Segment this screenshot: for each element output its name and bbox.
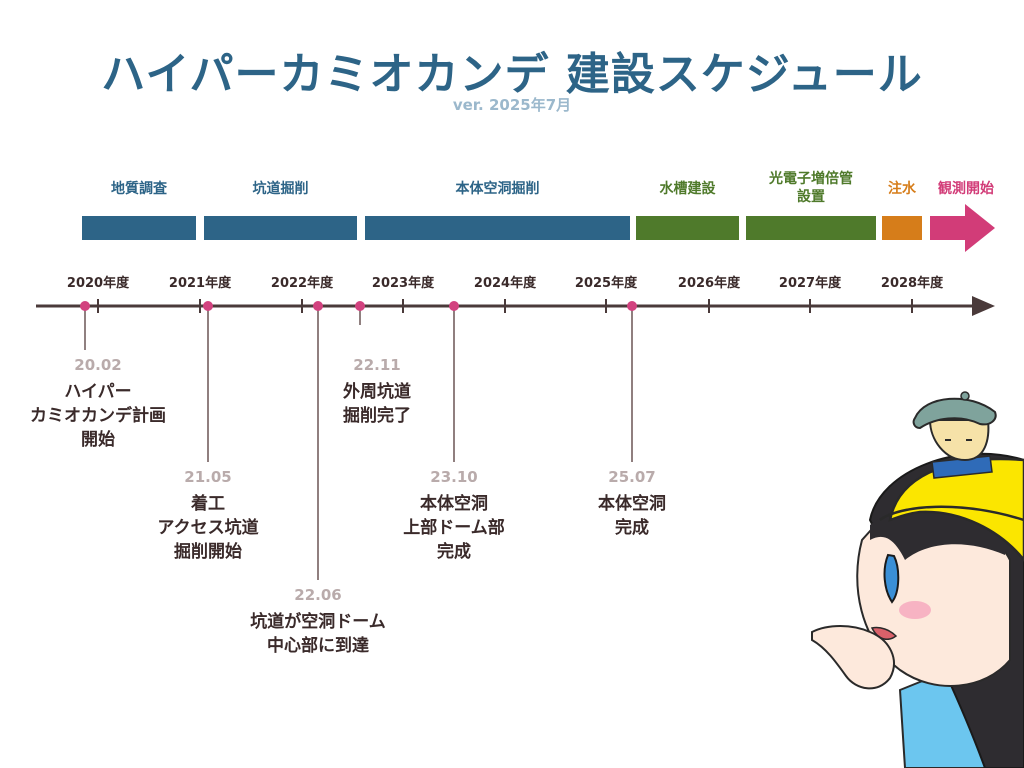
year-label-2022: 2022年度 bbox=[270, 276, 334, 291]
milestone-line: 坑道が空洞ドーム bbox=[250, 612, 386, 632]
milestone-line: 開始 bbox=[81, 430, 115, 450]
year-label-2023: 2023年度 bbox=[371, 276, 435, 291]
milestone-description: 本体空洞 上部ドーム部 完成 bbox=[403, 492, 505, 564]
milestone-description: 坑道が空洞ドーム 中心部に到達 bbox=[250, 610, 386, 658]
milestone-line: 外周坑道 bbox=[343, 382, 411, 402]
milestone-date: 22.11 bbox=[353, 356, 401, 374]
milestone-marker bbox=[80, 301, 90, 311]
milestone-marker bbox=[203, 301, 213, 311]
milestone-marker bbox=[627, 301, 637, 311]
year-label-2026: 2026年度 bbox=[677, 276, 741, 291]
phase-label-pmt-line-1: 光電子増倍管 bbox=[769, 171, 853, 187]
mini-character-hat-button bbox=[960, 391, 970, 401]
milestone-date: 21.05 bbox=[184, 468, 232, 486]
milestone-marker bbox=[313, 301, 323, 311]
milestone-line: 掘削開始 bbox=[174, 542, 242, 562]
mascot-eye bbox=[883, 553, 900, 604]
page-title: ハイパーカミオカンデ 建設スケジュール bbox=[101, 49, 923, 100]
phase-bar-pmt-installation bbox=[746, 216, 876, 240]
milestone-line: 完成 bbox=[437, 542, 471, 562]
milestone-date: 20.02 bbox=[74, 356, 122, 374]
version-label: ver. 2025年7月 bbox=[452, 96, 572, 114]
milestone-description: 本体空洞 完成 bbox=[598, 492, 666, 540]
phase-bar-geological-survey bbox=[82, 216, 196, 240]
phase-bar-water-filling bbox=[882, 216, 922, 240]
phase-bar-tunnel-excavation bbox=[204, 216, 357, 240]
milestone-line: 本体空洞 bbox=[420, 494, 488, 514]
year-label-2028: 2028年度 bbox=[880, 276, 944, 291]
milestone-line: 掘削完了 bbox=[343, 406, 411, 426]
milestone-date: 25.07 bbox=[608, 468, 656, 486]
milestone-line: 上部ドーム部 bbox=[403, 518, 505, 538]
milestone-description: 外周坑道 掘削完了 bbox=[343, 380, 411, 428]
milestone-line: 完成 bbox=[615, 518, 649, 538]
mascot-hand bbox=[811, 625, 895, 690]
phase-label-geological-survey: 地質調査 bbox=[111, 181, 167, 197]
phase-bar-tank-construction bbox=[636, 216, 739, 240]
phase-label-tunnel-excavation: 坑道掘削 bbox=[252, 181, 309, 197]
milestone-marker bbox=[355, 301, 365, 311]
phase-bar-cavern-excavation bbox=[365, 216, 630, 240]
mini-character-body bbox=[928, 419, 990, 462]
milestone-date: 22.06 bbox=[294, 586, 342, 604]
milestone-line: アクセス坑道 bbox=[157, 518, 259, 538]
phase-label-pmt-installation: 光電子増倍管 設置 bbox=[746, 170, 876, 206]
milestone-marker bbox=[449, 301, 459, 311]
milestone-date: 23.10 bbox=[430, 468, 478, 486]
phase-label-observation-start: 観測開始 bbox=[938, 181, 994, 197]
milestone-description: 着工 アクセス坑道 掘削開始 bbox=[157, 492, 258, 564]
milestone-line: 着工 bbox=[191, 494, 225, 514]
year-label-2027: 2027年度 bbox=[778, 276, 842, 291]
phase-label-cavern-excavation: 本体空洞掘削 bbox=[455, 181, 540, 197]
milestone-line: ハイパー bbox=[64, 382, 132, 402]
year-label-2024: 2024年度 bbox=[473, 276, 537, 291]
milestone-description: ハイパー カミオカンデ計画 開始 bbox=[30, 380, 166, 452]
year-label-2020: 2020年度 bbox=[66, 276, 130, 291]
mascot-blush bbox=[899, 601, 931, 619]
milestone-line: カミオカンデ計画 bbox=[30, 406, 166, 426]
phase-label-pmt-line-2: 設置 bbox=[797, 189, 825, 205]
phase-label-tank-construction: 水槽建設 bbox=[659, 181, 716, 197]
year-label-2025: 2025年度 bbox=[574, 276, 638, 291]
phase-label-water-filling: 注水 bbox=[888, 181, 916, 197]
observation-start-arrow bbox=[930, 204, 995, 252]
mascot-helmet bbox=[888, 457, 1024, 562]
timeline-arrowhead bbox=[972, 296, 995, 316]
mini-character-hat bbox=[912, 397, 997, 430]
year-label-2021: 2021年度 bbox=[168, 276, 232, 291]
milestone-line: 本体空洞 bbox=[598, 494, 666, 514]
mascot-helmet-rim bbox=[879, 505, 1024, 522]
milestone-line: 中心部に到達 bbox=[267, 636, 369, 656]
